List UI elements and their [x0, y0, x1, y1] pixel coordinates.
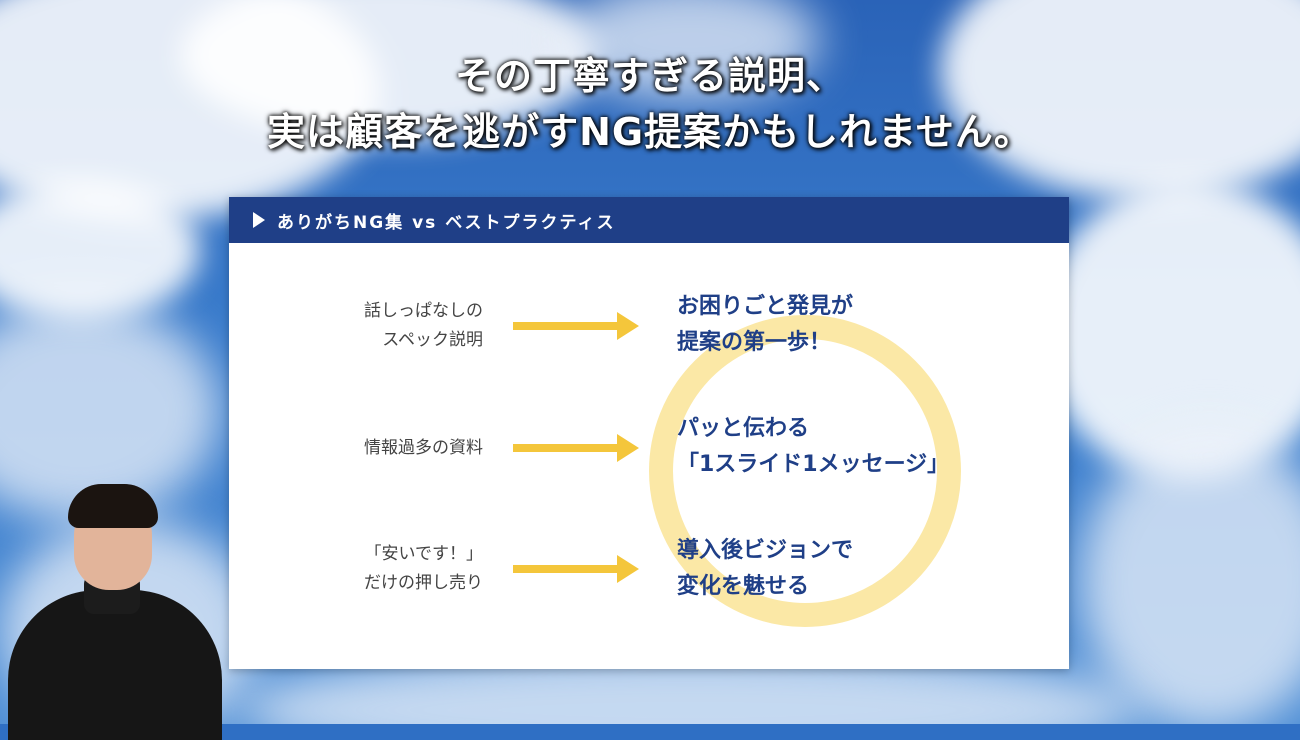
- headline-line-1: その丁寧すぎる説明、: [454, 54, 845, 98]
- ng-item-3-line-2: だけの押し売り: [364, 573, 483, 593]
- best-practice-3-line-2: 変化を魅せる: [677, 574, 810, 599]
- slide-header: ありがちNG集 vs ベストプラクティス: [229, 197, 1069, 243]
- presenter-body: [8, 590, 222, 740]
- headline-line-2: 実は顧客を逃がすNG提案かもしれません。: [267, 110, 1033, 154]
- ng-item-1-line-1: 話しっぱなしの: [364, 301, 483, 321]
- best-practice-1-line-1: お困りごと発見が: [677, 294, 854, 319]
- slide-card: ありがちNG集 vs ベストプラクティス 話しっぱなしの スペック説明 お困りご…: [229, 197, 1069, 669]
- right-arrow-icon: [513, 434, 639, 462]
- ng-item-1-line-2: スペック説明: [382, 330, 483, 350]
- best-practice-2-line-1: パッと伝わる: [677, 416, 810, 441]
- play-triangle-icon: [253, 212, 265, 228]
- ng-item-1: 話しっぱなしの スペック説明: [263, 297, 483, 355]
- headline: その丁寧すぎる説明、 実は顧客を逃がすNG提案かもしれません。: [0, 48, 1300, 160]
- sky-background: [0, 0, 1300, 724]
- slide-title: ありがちNG集 vs ベストプラクティス: [277, 212, 616, 233]
- best-practice-2-line-2: 「1スライド1メッセージ」: [677, 452, 950, 477]
- ng-item-2-line-1: 情報過多の資料: [364, 438, 483, 458]
- right-arrow-icon: [513, 312, 639, 340]
- ng-item-3-line-1: 「安いです！」: [364, 544, 484, 564]
- best-practice-3: 導入後ビジョンで 変化を魅せる: [677, 533, 1057, 605]
- ng-item-3: 「安いです！」 だけの押し売り: [263, 540, 483, 598]
- best-practice-1: お困りごと発見が 提案の第一歩！: [677, 289, 1057, 361]
- presenter-video: [0, 478, 230, 740]
- ng-item-2: 情報過多の資料: [263, 434, 483, 463]
- best-practice-1-line-2: 提案の第一歩！: [677, 330, 832, 355]
- right-arrow-icon: [513, 555, 639, 583]
- presenter-hair: [68, 484, 158, 528]
- best-practice-3-line-1: 導入後ビジョンで: [677, 538, 854, 563]
- best-practice-2: パッと伝わる 「1スライド1メッセージ」: [677, 411, 1057, 483]
